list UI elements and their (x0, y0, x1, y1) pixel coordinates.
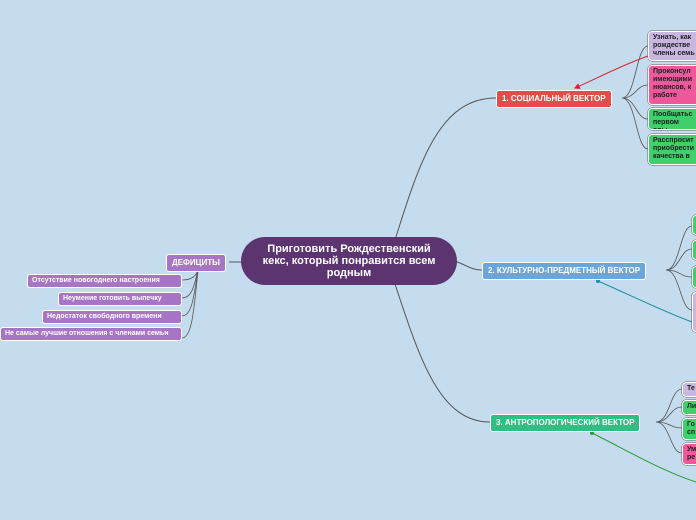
deficit-item-1[interactable]: Отсутствие новогоднего настроения (27, 274, 182, 288)
central-topic[interactable]: Приготовить Рождественский кекс, который… (241, 237, 457, 285)
connector-deficit-4 (181, 269, 199, 339)
relation-line-cultural (597, 280, 693, 323)
connector-social (394, 97, 497, 241)
anthro-child-1[interactable]: Те (682, 382, 696, 397)
branch-social[interactable]: 1. СОЦИАЛЬНЫЙ ВЕКТОР (496, 90, 612, 108)
connector-anthro-child-2 (655, 406, 683, 423)
anthro-child-2[interactable]: Ли (682, 400, 696, 415)
anthro-child-3[interactable]: Го сп (682, 418, 696, 440)
connector-cultural-child-3 (665, 269, 693, 278)
branch-social-label: 1. СОЦИАЛЬНЫЙ ВЕКТОР (502, 94, 606, 103)
social-child-1[interactable]: Узнать, как рождестве члены семь (648, 31, 696, 61)
connector-anthropological (394, 283, 491, 423)
social-child-4[interactable]: Расспросит приобрести качества в (648, 134, 696, 165)
branch-anthropological[interactable]: 3. АНТРОПОЛОГИЧЕСКИЙ ВЕКТОР (490, 414, 641, 432)
connector-social-child-2 (621, 84, 649, 99)
connector-cultural-child-2 (665, 248, 693, 271)
central-topic-text: Приготовить Рождественский кекс, который… (262, 243, 436, 279)
cultural-child-3[interactable] (692, 266, 696, 288)
branch-anthropological-label: 3. АНТРОПОЛОГИЧЕСКИЙ ВЕКТОР (496, 418, 635, 427)
relation-arrow-social (573, 55, 649, 89)
deficits-label: ДЕФИЦИТЫ (172, 258, 220, 267)
cultural-child-4[interactable] (692, 292, 696, 332)
connector-social-child-4 (621, 97, 649, 150)
deficit-item-2[interactable]: Неумение готовить выпечку (58, 292, 182, 306)
social-child-2[interactable]: Проконсул имеющими нюансов, к работе (648, 65, 696, 105)
relation-dot-cultural (596, 279, 600, 283)
relation-line-anthro (591, 432, 696, 483)
relation-dot-anthro (590, 431, 594, 435)
deficit-item-4[interactable]: Не самые лучшие отношения с членами семь… (0, 327, 182, 341)
connector-cultural-child-1 (665, 225, 693, 271)
connector-cultural-child-4 (665, 269, 693, 311)
deficits-topic[interactable]: ДЕФИЦИТЫ (166, 254, 226, 272)
branch-cultural-label: 2. КУЛЬТУРНО-ПРЕДМЕТНЫЙ ВЕКТОР (488, 266, 641, 275)
social-child-3[interactable]: Пообщатьс первом опы (648, 108, 696, 130)
connector-social-child-1 (621, 45, 649, 99)
anthro-child-4[interactable]: Ум ре (682, 443, 696, 465)
connector-social-child-3 (621, 97, 649, 120)
cultural-child-2[interactable] (692, 240, 696, 260)
connector-cultural (454, 260, 483, 271)
deficit-item-3[interactable]: Недостаток свободного времени (42, 310, 182, 324)
connector-anthro-child-4 (655, 421, 683, 454)
connector-anthro-child-1 (655, 388, 683, 423)
cultural-child-1[interactable] (692, 215, 696, 235)
branch-cultural[interactable]: 2. КУЛЬТУРНО-ПРЕДМЕТНЫЙ ВЕКТОР (482, 262, 647, 280)
